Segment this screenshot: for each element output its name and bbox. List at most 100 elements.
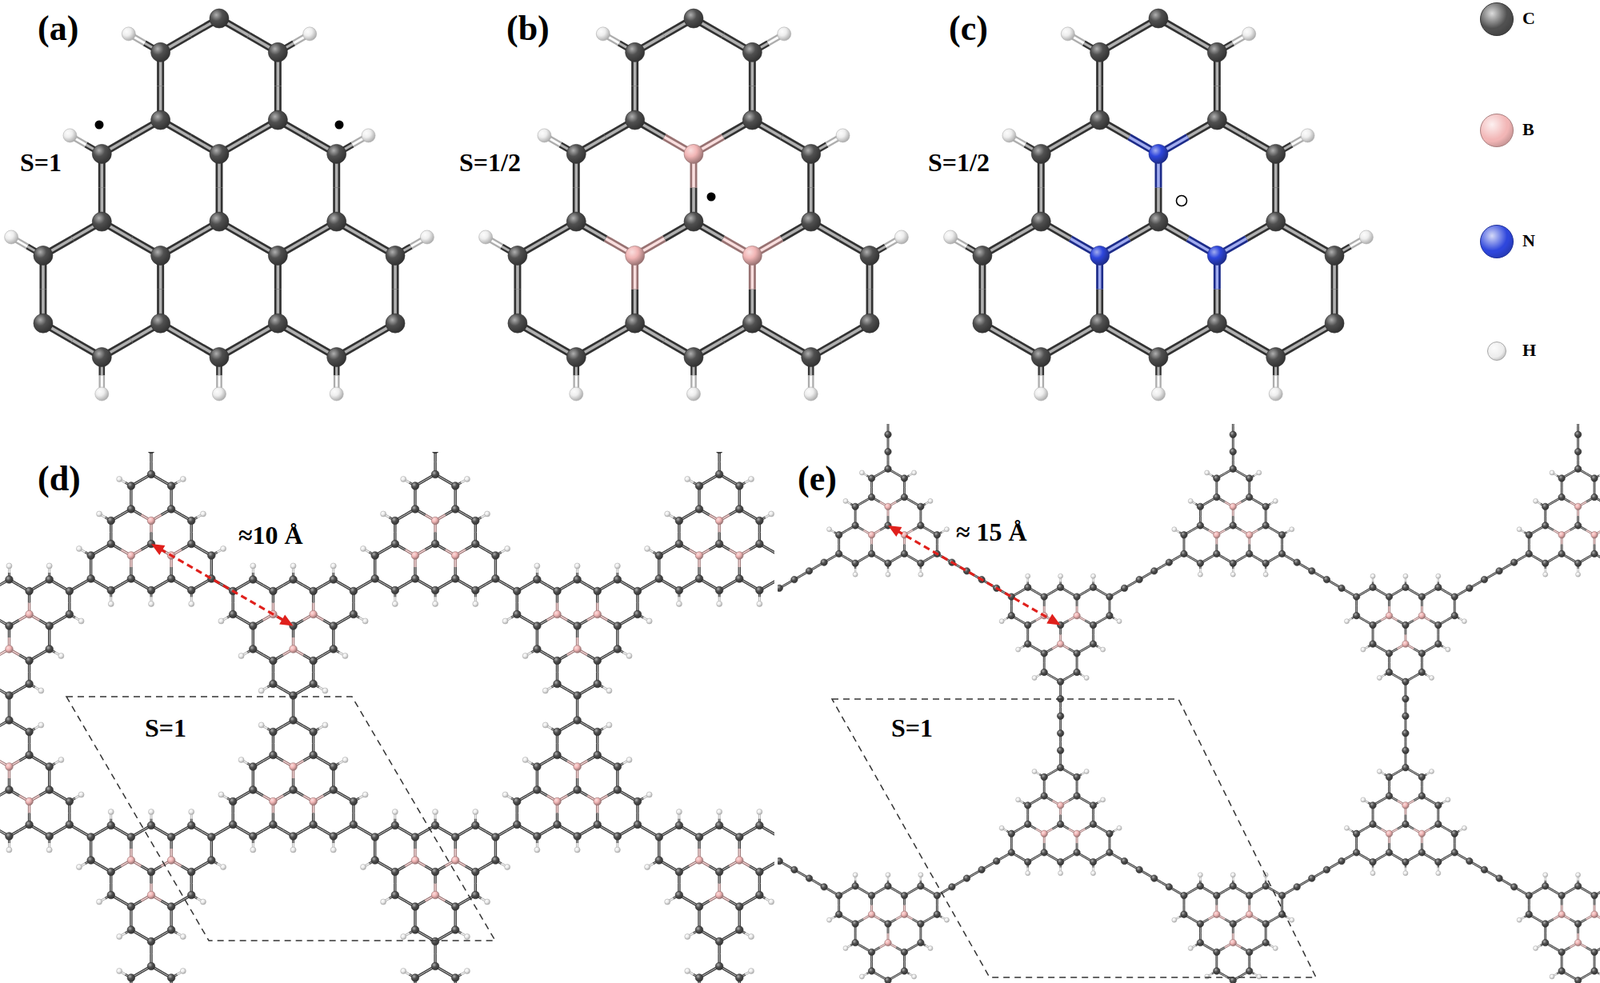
bond xyxy=(769,860,775,867)
atom xyxy=(684,8,704,28)
atom xyxy=(836,128,850,143)
atom xyxy=(385,245,405,265)
bond-highlight xyxy=(769,860,775,867)
atom xyxy=(268,313,288,333)
atom xyxy=(742,313,762,333)
atom xyxy=(327,212,347,232)
atom xyxy=(972,313,992,333)
atom xyxy=(569,387,584,401)
atom xyxy=(209,8,229,28)
atom xyxy=(625,245,645,265)
atom xyxy=(92,212,112,232)
atom xyxy=(742,245,762,265)
atom xyxy=(151,110,171,130)
atom xyxy=(1207,313,1227,333)
atom xyxy=(804,387,818,401)
radical-dot xyxy=(707,192,716,202)
radical-dot xyxy=(95,120,104,130)
atom xyxy=(329,387,344,401)
atom xyxy=(625,313,645,333)
atom xyxy=(1148,8,1168,28)
atom xyxy=(860,245,880,265)
bond-layer xyxy=(0,452,775,983)
atom xyxy=(1148,144,1168,164)
bond xyxy=(769,831,775,837)
atom xyxy=(1324,245,1344,265)
atom xyxy=(1266,144,1286,164)
atom xyxy=(420,230,434,244)
bond-layer xyxy=(11,18,1367,395)
atom xyxy=(894,230,908,244)
atom xyxy=(209,144,229,164)
atom xyxy=(1242,27,1256,41)
atom xyxy=(1090,245,1110,265)
atom xyxy=(1031,348,1051,368)
atom xyxy=(479,230,493,244)
atom xyxy=(1031,212,1051,232)
atom xyxy=(151,42,171,62)
atom xyxy=(385,313,405,333)
atom xyxy=(1002,128,1016,143)
atom xyxy=(1207,42,1227,62)
atom xyxy=(212,387,227,401)
atom xyxy=(92,348,112,368)
atom xyxy=(566,144,586,164)
atom xyxy=(1031,144,1051,164)
atom xyxy=(268,42,288,62)
atom xyxy=(303,27,317,41)
molecule-panels xyxy=(4,8,1374,401)
atom xyxy=(151,245,171,265)
atom xyxy=(63,128,77,143)
atom xyxy=(1300,128,1315,143)
atom xyxy=(1090,313,1110,333)
atom xyxy=(268,110,288,130)
atom xyxy=(33,313,53,333)
framework xyxy=(0,452,775,983)
atom xyxy=(268,245,288,265)
atom xyxy=(944,230,958,244)
atom xyxy=(209,212,229,232)
atom xyxy=(1266,348,1286,368)
bond-highlight xyxy=(769,831,775,837)
atom xyxy=(361,128,376,143)
atom xyxy=(1207,245,1227,265)
atom xyxy=(33,245,53,265)
atom xyxy=(684,144,704,164)
atom xyxy=(1359,230,1373,244)
atom xyxy=(1152,387,1166,401)
atom xyxy=(1034,387,1048,401)
atom xyxy=(1148,212,1168,232)
atom xyxy=(1148,348,1168,368)
atom xyxy=(121,27,136,41)
atom xyxy=(625,110,645,130)
radical-dot xyxy=(335,120,344,130)
atom xyxy=(684,212,704,232)
atom xyxy=(151,313,171,333)
atom xyxy=(1090,42,1110,62)
atom xyxy=(4,230,19,244)
atom xyxy=(209,348,229,368)
atom xyxy=(1268,387,1283,401)
atom xyxy=(1060,27,1075,41)
atom xyxy=(801,212,821,232)
atom xyxy=(508,245,528,265)
atom xyxy=(508,313,528,333)
atom xyxy=(684,348,704,368)
atom xyxy=(687,387,701,401)
atom xyxy=(860,313,880,333)
atom xyxy=(801,348,821,368)
atom xyxy=(1090,110,1110,130)
atom xyxy=(596,27,610,41)
atom xyxy=(1324,313,1344,333)
atom xyxy=(566,212,586,232)
atom xyxy=(972,245,992,265)
atom xyxy=(1207,110,1227,130)
atom xyxy=(777,27,792,41)
atom xyxy=(92,144,112,164)
hole-circle xyxy=(1176,196,1188,207)
atom xyxy=(625,42,645,62)
atom-layer xyxy=(4,8,1374,401)
atom xyxy=(537,128,552,143)
atom xyxy=(742,110,762,130)
